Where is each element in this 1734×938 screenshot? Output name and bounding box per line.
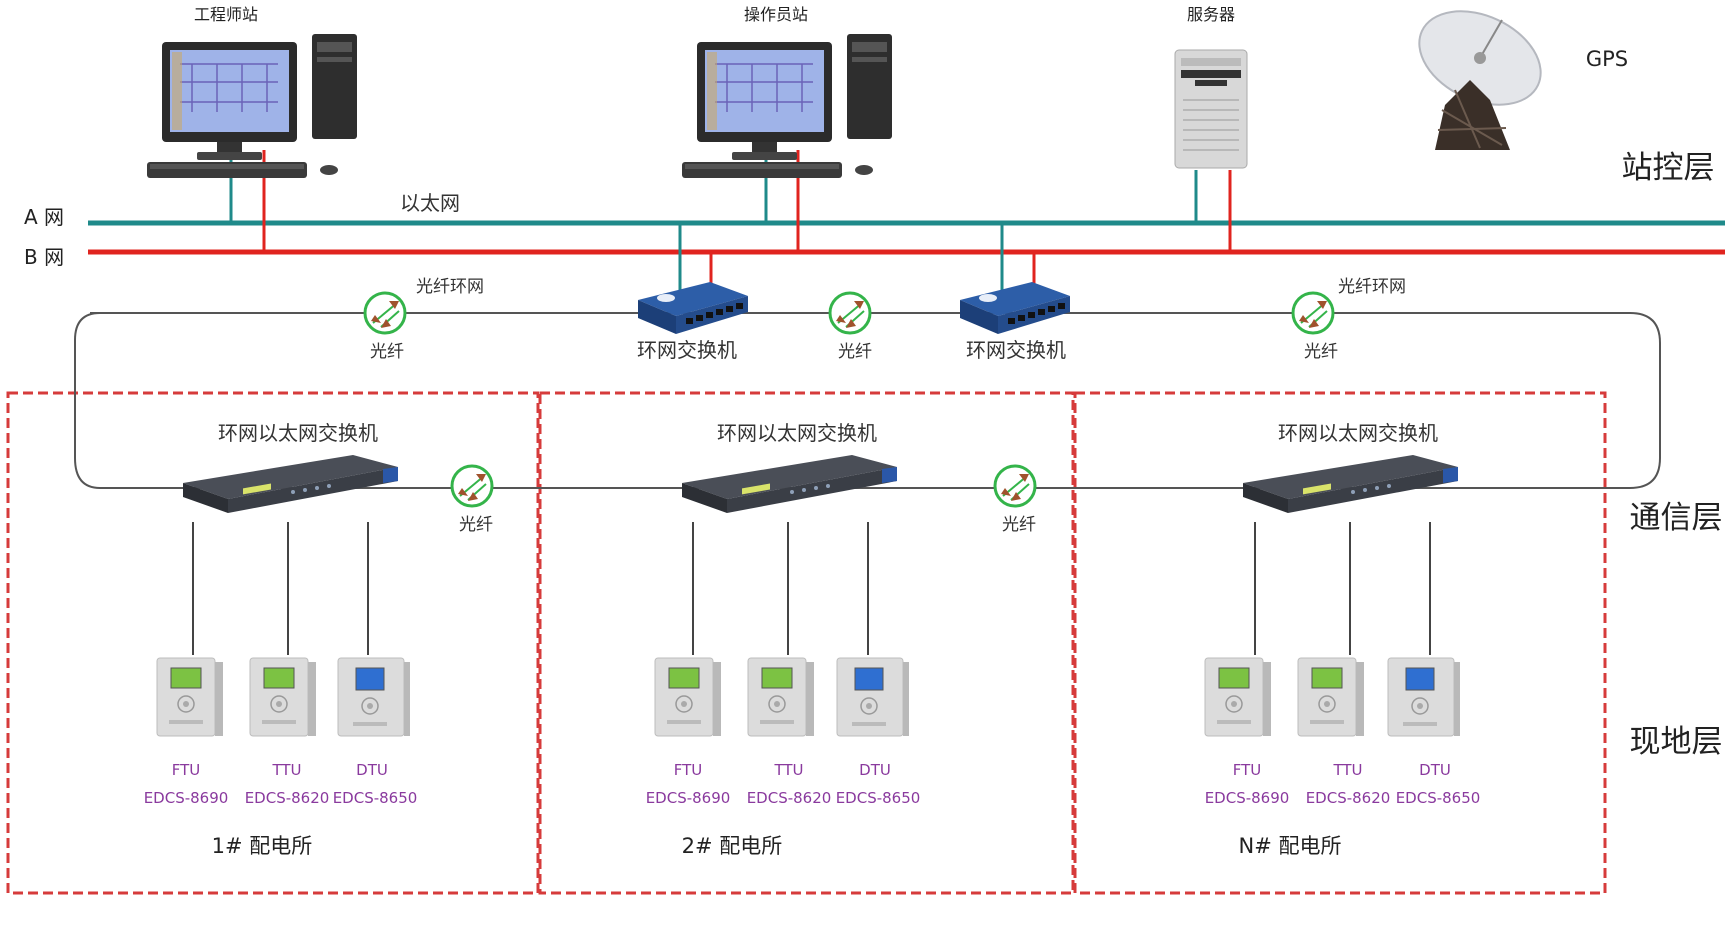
device-model-label: EDCS-8690	[1205, 789, 1290, 807]
dtu-device	[1387, 657, 1461, 737]
ring-eth-switch-label: 环网以太网交换机	[717, 421, 877, 445]
station-name-2: 2# 配电所	[682, 834, 783, 858]
ttu-device	[1297, 657, 1365, 737]
ring-eth-switch-2	[682, 455, 897, 513]
device-type-label: FTU	[1233, 761, 1262, 779]
station-zone-1	[6, 391, 540, 895]
ttu-device	[747, 657, 815, 737]
layer-comm-label: 通信层	[1630, 500, 1723, 536]
device-type-label: TTU	[773, 761, 803, 779]
station-zone-2	[538, 391, 1075, 895]
ring-switch-label: 环网交换机	[966, 338, 1066, 362]
station-name-1: 1# 配电所	[212, 834, 313, 858]
net-a-label: A 网	[24, 205, 64, 229]
device-model-label: EDCS-8690	[144, 789, 229, 807]
device-model-label: EDCS-8620	[1306, 789, 1391, 807]
ring-switch-right	[960, 282, 1070, 334]
fiber-label: 光纤	[459, 515, 493, 535]
server-tower	[1174, 49, 1248, 169]
fiber-icon	[363, 291, 407, 335]
ftu-device	[1204, 657, 1272, 737]
device-model-label: EDCS-8620	[245, 789, 330, 807]
net-b-label: B 网	[24, 245, 64, 269]
ftu-device	[156, 657, 224, 737]
fiber-icon	[450, 464, 494, 508]
device-model-label: EDCS-8650	[836, 789, 921, 807]
fiber-ring-loop	[74, 312, 1661, 489]
fiber-label: 光纤	[838, 342, 872, 362]
ring-eth-switch-1	[183, 455, 398, 513]
engineer-station-pc	[146, 33, 358, 179]
dtu-device	[836, 657, 910, 737]
ring-switch-label: 环网交换机	[637, 338, 737, 362]
operator-station-label: 操作员站	[744, 5, 808, 24]
engineer-station-label: 工程师站	[194, 5, 258, 24]
fiber-icon	[1291, 291, 1335, 335]
ttu-device	[249, 657, 317, 737]
ethernet-label: 以太网	[400, 191, 460, 215]
station-zone-n	[1073, 391, 1607, 895]
device-type-label: FTU	[172, 761, 201, 779]
device-model-label: EDCS-8620	[747, 789, 832, 807]
station-name-n: N# 配电所	[1239, 834, 1342, 858]
operator-station-pc	[681, 33, 893, 179]
ring-eth-switch-n	[1243, 455, 1458, 513]
device-type-label: DTU	[859, 761, 891, 779]
server-label: 服务器	[1187, 5, 1235, 24]
dtu-device	[337, 657, 411, 737]
ring-eth-switch-label: 环网以太网交换机	[1278, 421, 1438, 445]
fiber-ring-label: 光纤环网	[416, 277, 484, 297]
layer-station-label: 站控层	[1622, 150, 1715, 186]
fiber-icon	[828, 291, 872, 335]
device-type-label: TTU	[271, 761, 301, 779]
device-type-label: DTU	[356, 761, 388, 779]
fiber-icon	[993, 464, 1037, 508]
layer-field-label: 现地层	[1630, 724, 1723, 760]
ftu-device	[654, 657, 722, 737]
fiber-ring-label: 光纤环网	[1338, 277, 1406, 297]
ring-switch-left	[638, 282, 748, 334]
device-model-label: EDCS-8650	[333, 789, 418, 807]
device-type-label: FTU	[674, 761, 703, 779]
ring-eth-switch-label: 环网以太网交换机	[218, 421, 378, 445]
device-type-label: TTU	[1332, 761, 1362, 779]
fiber-label: 光纤	[370, 342, 404, 362]
fiber-label: 光纤	[1304, 342, 1338, 362]
fiber-label: 光纤	[1002, 515, 1036, 535]
device-model-label: EDCS-8690	[646, 789, 731, 807]
gps-label: GPS	[1586, 47, 1628, 71]
device-type-label: DTU	[1419, 761, 1451, 779]
gps-dish-icon	[1418, 10, 1542, 150]
device-model-label: EDCS-8650	[1396, 789, 1481, 807]
